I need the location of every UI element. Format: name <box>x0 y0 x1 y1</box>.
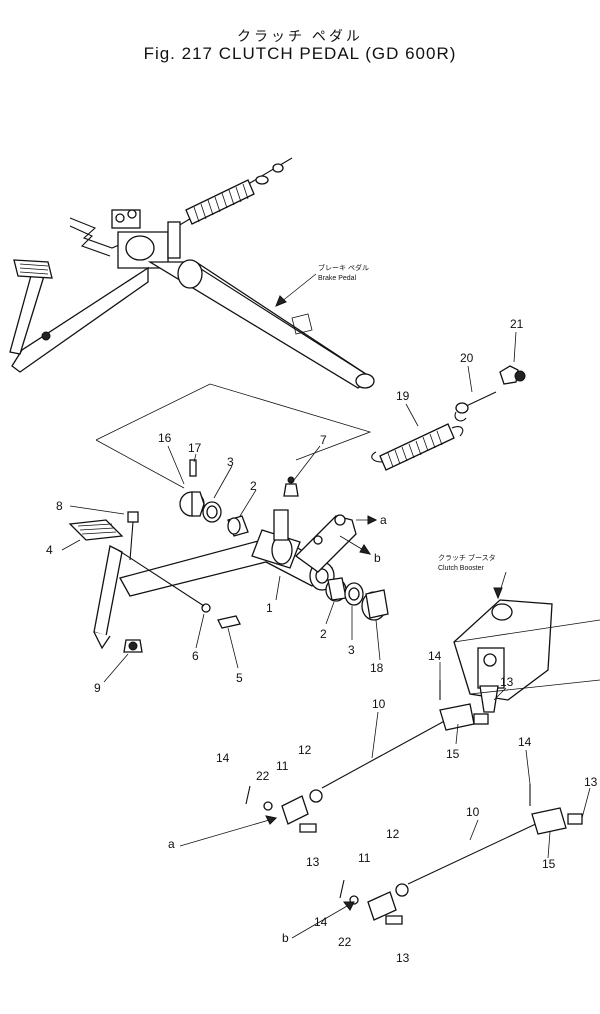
part-number: 2 <box>320 627 327 641</box>
part-number: 9 <box>94 681 101 695</box>
clutch-booster <box>453 599 600 713</box>
part-number: 22 <box>338 935 352 949</box>
part-number: 3 <box>348 643 355 657</box>
callout-clutch-booster-jp: クラッチ ブースタ <box>438 553 496 562</box>
part-number: 21 <box>510 317 524 331</box>
part-number: 2 <box>250 479 257 493</box>
part-number: 15 <box>446 747 460 761</box>
linkage-rod-upper <box>245 680 489 833</box>
part-number: 4 <box>46 543 53 557</box>
part-number-labels: 1 2 2 3 3 4 5 6 7 8 9 10 10 11 11 12 12 … <box>46 317 598 965</box>
part-number: 8 <box>56 499 63 513</box>
part-number: 12 <box>298 743 312 757</box>
clutch-pedal-assembly <box>68 365 526 653</box>
part-number: 13 <box>396 951 410 965</box>
title-japanese: クラッチ ペダル <box>237 28 363 44</box>
link-marker-a: a <box>168 837 175 851</box>
part-number: 19 <box>396 389 410 403</box>
part-number: 10 <box>466 805 480 819</box>
link-marker-a: a <box>380 513 387 527</box>
callout-clutch-booster-en: Clutch Booster <box>438 565 485 572</box>
part-number: 13 <box>500 675 514 689</box>
link-marker-b: b <box>374 551 381 565</box>
part-number: 16 <box>158 431 172 445</box>
figure-title: Fig. 217 CLUTCH PEDAL (GD 600R) <box>143 44 457 63</box>
part-number: 13 <box>306 855 320 869</box>
part-number: 14 <box>216 751 230 765</box>
part-number: 7 <box>320 433 327 447</box>
part-number: 1 <box>266 601 273 615</box>
part-number: 10 <box>372 697 386 711</box>
arrow-markers <box>265 295 503 911</box>
part-number: 3 <box>227 455 234 469</box>
part-number: 5 <box>236 671 243 685</box>
linkage-rod-lower <box>339 784 583 925</box>
part-number: 11 <box>358 851 371 865</box>
part-number: 22 <box>256 769 270 783</box>
leader-lines <box>61 273 591 939</box>
part-number: 20 <box>460 351 474 365</box>
part-number: 11 <box>276 759 289 773</box>
assembly-outline <box>95 383 372 461</box>
link-marker-labels: a b a b <box>168 513 387 945</box>
callout-brake-pedal-jp: ブレーキ ペダル <box>318 263 369 272</box>
part-number: 17 <box>188 441 202 455</box>
part-number: 14 <box>428 649 442 663</box>
part-number: 12 <box>386 827 400 841</box>
part-number: 14 <box>518 735 532 749</box>
link-marker-b: b <box>282 931 289 945</box>
part-number: 6 <box>192 649 199 663</box>
part-number: 18 <box>370 661 384 675</box>
part-number: 13 <box>584 775 598 789</box>
part-number: 15 <box>542 857 556 871</box>
part-number: 14 <box>314 915 328 929</box>
brake-pedal-assembly <box>9 157 375 389</box>
callout-brake-pedal-en: Brake Pedal <box>318 275 357 282</box>
